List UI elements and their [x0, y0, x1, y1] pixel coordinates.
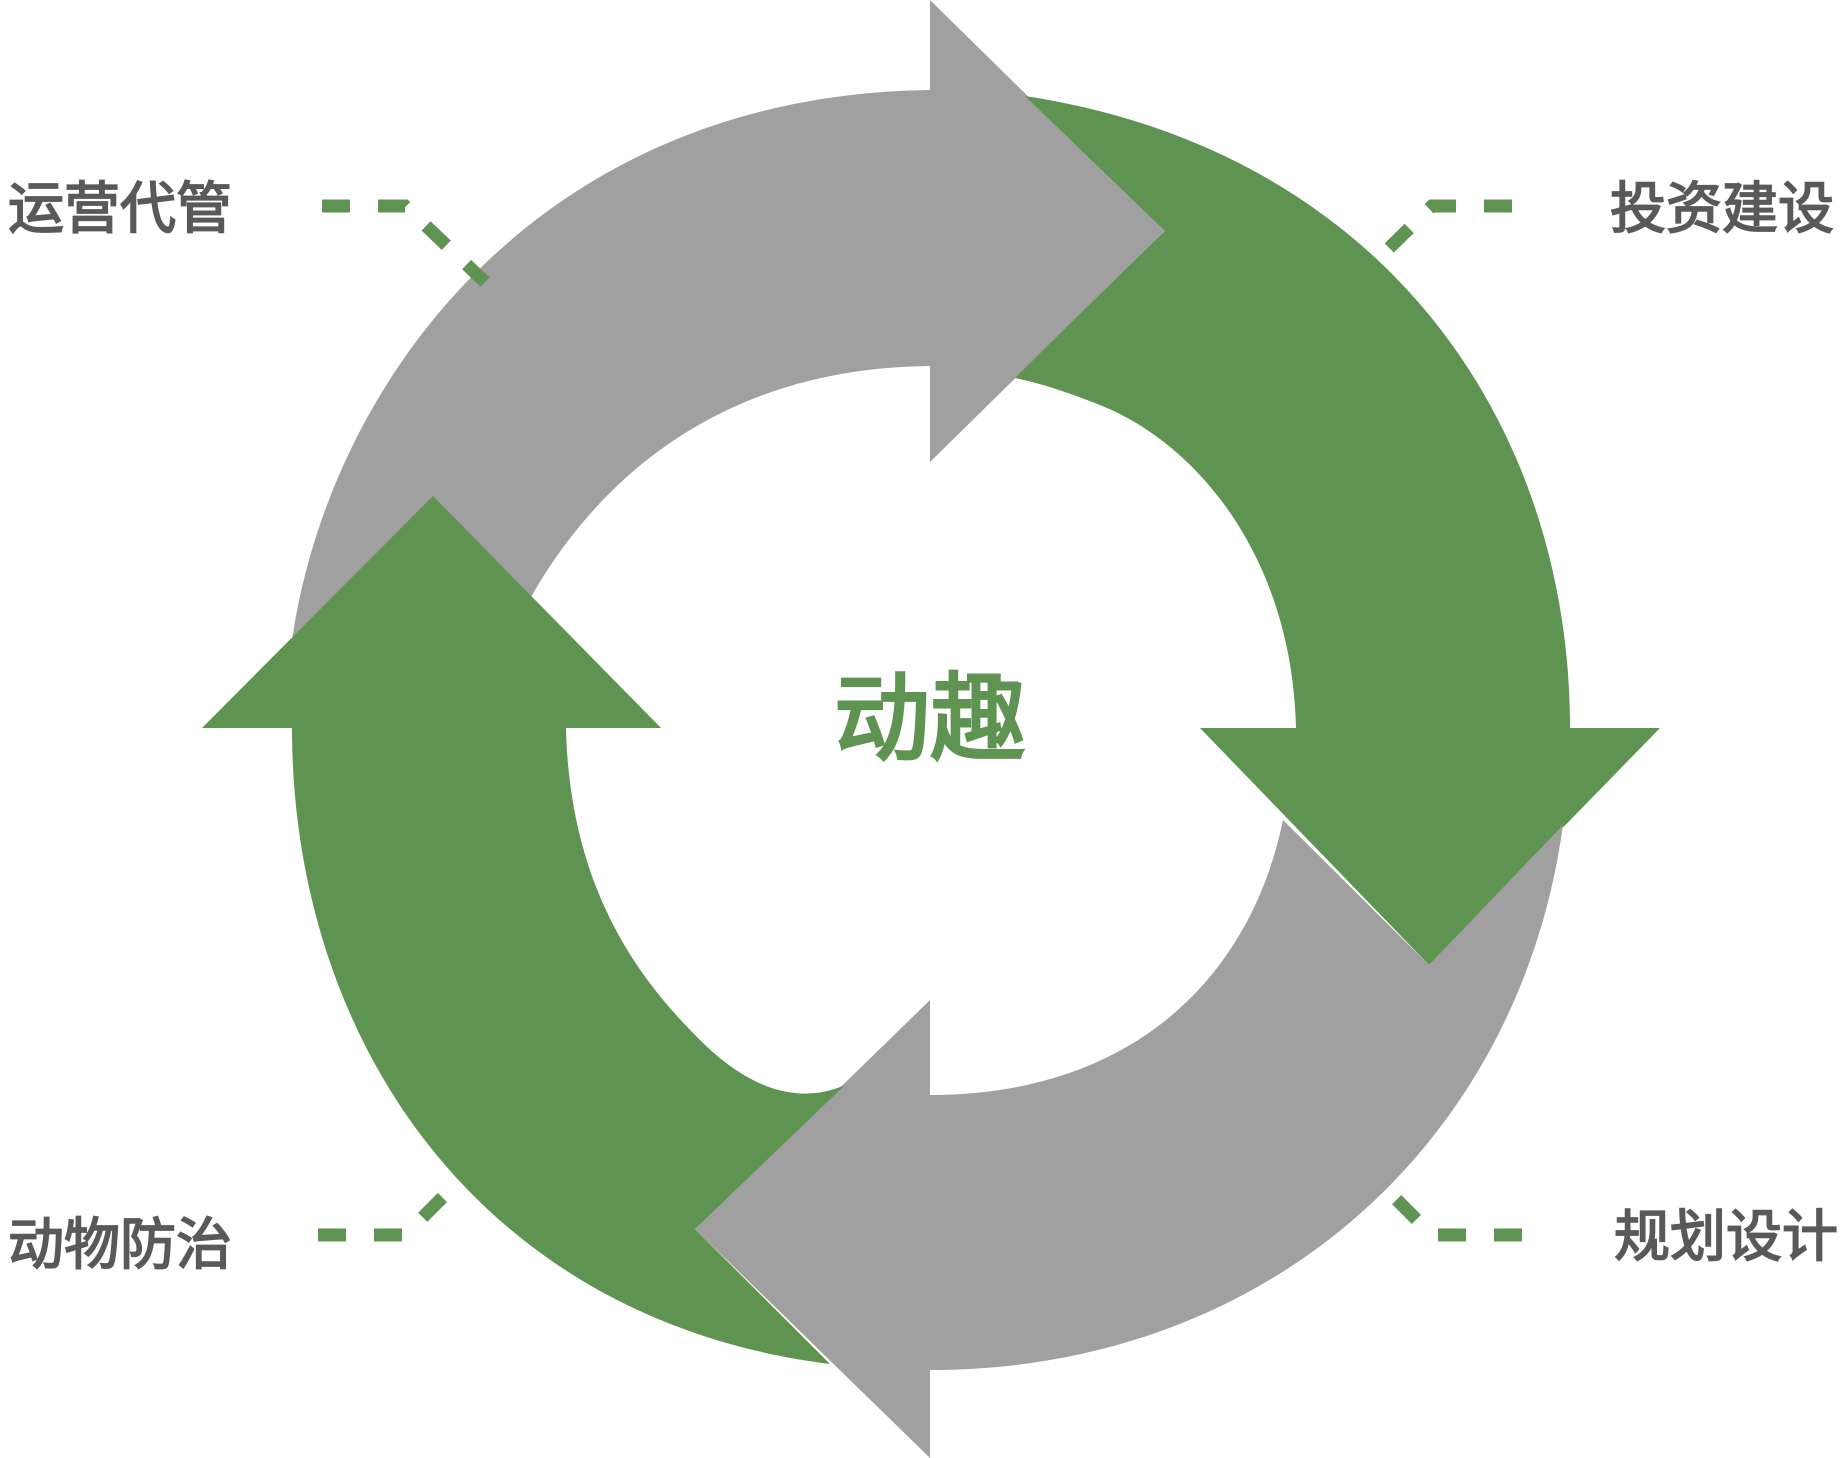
leader-line-bottom-right [1380, 1183, 1522, 1242]
leader-line-bottom-left [318, 1180, 460, 1242]
label-top-left: 运营代管 [8, 177, 232, 242]
leader-line-top-right [1370, 199, 1512, 267]
arrow-top-left-gray [292, 0, 1165, 720]
leader-line-top-left [322, 199, 490, 287]
label-top-right: 投资建设 [1610, 177, 1834, 242]
label-bottom-left: 动物防治 [8, 1213, 232, 1278]
arrow-bottom-right-gray [695, 820, 1563, 1458]
arrow-right-green [1015, 96, 1660, 965]
center-label: 动趣 [834, 663, 1026, 775]
leader-lines [318, 199, 1522, 1242]
arrow-left-green [202, 496, 845, 1364]
label-bottom-right: 规划设计 [1614, 1205, 1838, 1270]
cycle-ring [202, 0, 1660, 1458]
